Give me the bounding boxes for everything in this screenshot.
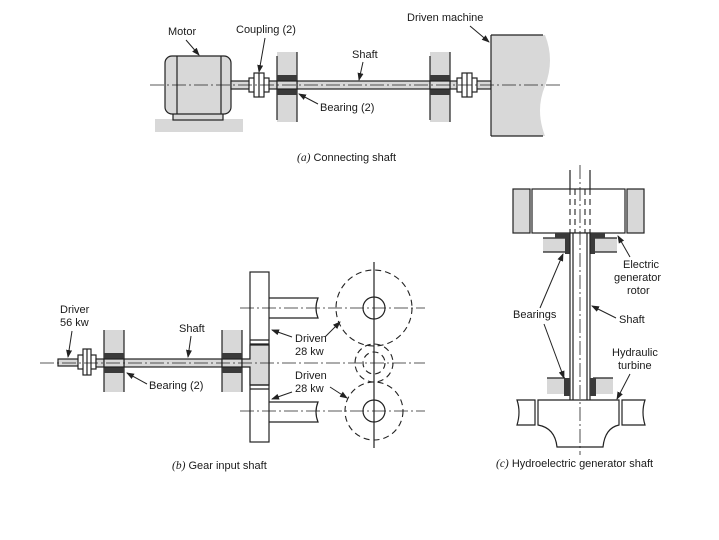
label-driver-line1: Driver (60, 304, 90, 316)
bearing-support-b1 (103, 330, 125, 392)
label-driver-line2: 56 kw (60, 317, 89, 329)
label-bearing-b: Bearing (2) (149, 380, 203, 392)
label-driven-top-line1: Driven (295, 333, 327, 345)
bearing-1 (277, 75, 297, 81)
hydraulic-turbine (537, 399, 620, 448)
caption-a: (a) Connecting shaft (297, 152, 396, 164)
caption-b: (b) Gear input shaft (172, 460, 267, 472)
bearing-b1 (104, 353, 124, 359)
figure-c-hydroelectric-shaft: Electric generator rotor Bearings Shaft … (496, 165, 661, 470)
label-rotor-line1: Electric (623, 259, 660, 271)
turbine-side-left (516, 399, 536, 426)
figure-a-connecting-shaft: Motor Coupling (2) Shaft Bearing (2) Dri… (150, 12, 560, 164)
label-bearing: Bearing (2) (320, 102, 374, 114)
bearing-support-1 (276, 52, 298, 122)
bearing-b2 (222, 353, 242, 359)
upper-bearing (555, 233, 570, 254)
label-shaft-b: Shaft (179, 323, 205, 335)
stator-left (512, 188, 531, 234)
caption-c: (c) Hydroelectric generator shaft (496, 458, 653, 470)
bearing-support-2 (429, 52, 451, 122)
label-turbine-line2: turbine (618, 360, 652, 372)
label-bearings: Bearings (513, 309, 557, 321)
label-driven-top-line2: 28 kw (295, 346, 324, 358)
driven-machine (491, 35, 550, 136)
label-shaft-c: Shaft (619, 314, 645, 326)
label-motor: Motor (168, 26, 196, 38)
output-shaft-bottom (269, 401, 319, 423)
label-rotor-line3: rotor (627, 285, 650, 297)
label-driven-bottom-line1: Driven (295, 370, 327, 382)
bearing-support-b2 (221, 330, 243, 392)
stator-right (626, 188, 645, 234)
bearing-2 (430, 75, 450, 81)
figure-b-gear-input-shaft: Driver 56 kw Shaft Bearing (2) Driven 28… (40, 262, 425, 472)
label-turbine-line1: Hydraulic (612, 347, 658, 359)
label-driven-bottom-line2: 28 kw (295, 383, 324, 395)
label-shaft: Shaft (352, 49, 378, 61)
coupling-b (77, 348, 97, 376)
generator-rotor (531, 188, 626, 234)
label-driven-machine: Driven machine (407, 12, 483, 24)
input-gear-hub (241, 344, 270, 386)
label-coupling: Coupling (2) (236, 24, 296, 36)
turbine-side-right (621, 399, 646, 426)
lower-bearing (564, 378, 570, 396)
label-rotor-line2: generator (614, 272, 661, 284)
motor-base-ground (155, 119, 243, 132)
